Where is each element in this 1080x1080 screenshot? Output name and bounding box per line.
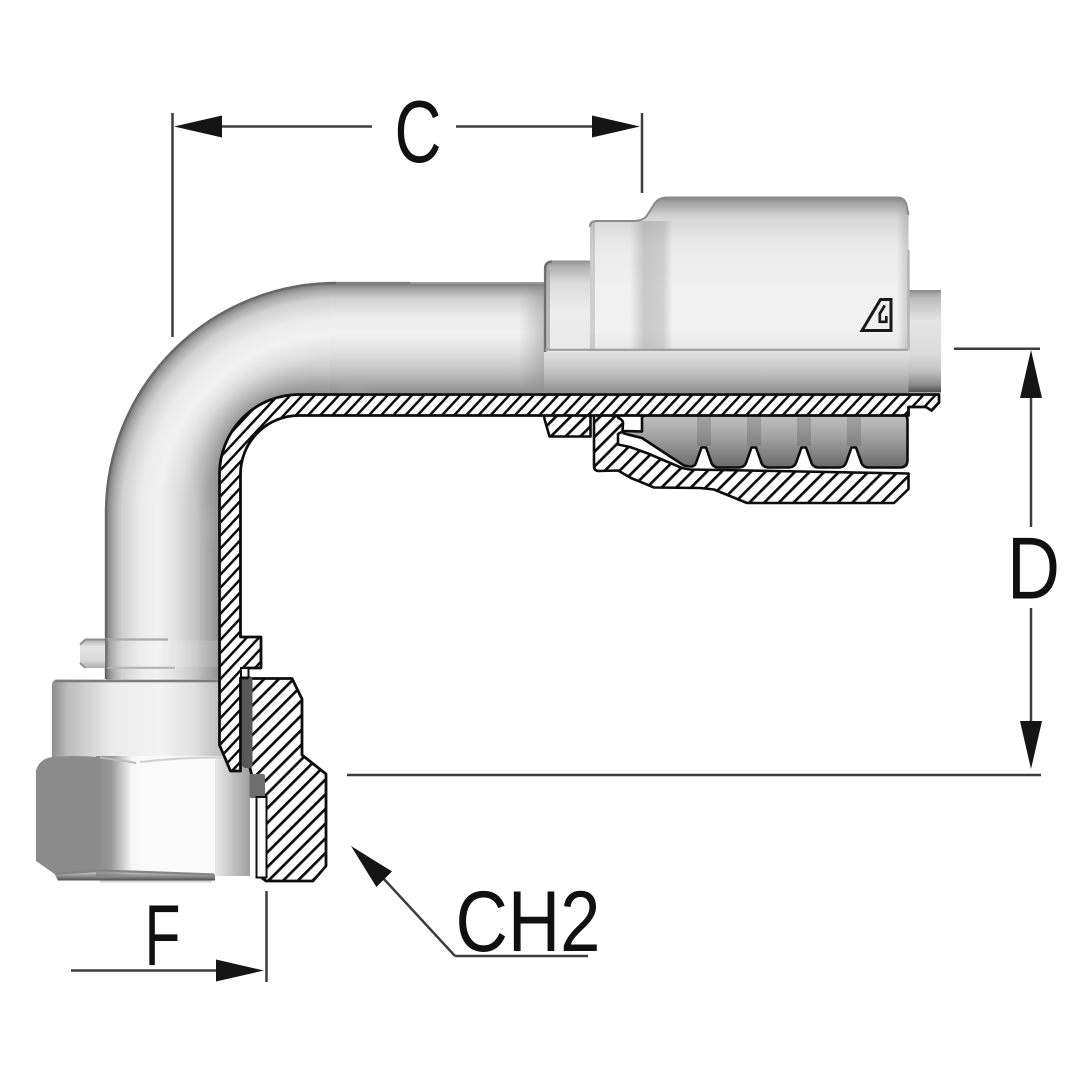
svg-text:F: F (145, 888, 181, 984)
svg-text:C: C (395, 82, 442, 181)
svg-text:D: D (1007, 519, 1060, 618)
svg-text:CH2: CH2 (456, 874, 601, 970)
